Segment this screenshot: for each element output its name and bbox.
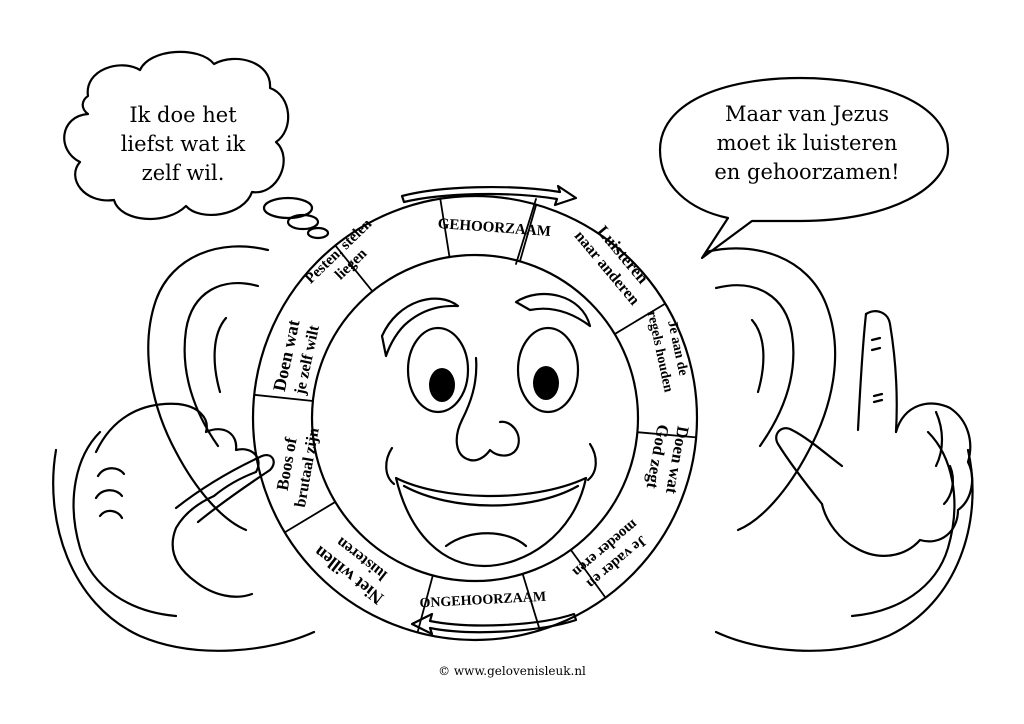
right-thumb bbox=[775, 427, 844, 506]
right-ear bbox=[704, 247, 837, 532]
wheel-inner-ring bbox=[310, 253, 640, 583]
bottom-arrow bbox=[410, 612, 578, 636]
wheel-dividers bbox=[253, 197, 698, 634]
right-hand bbox=[820, 402, 974, 557]
thought-line: Ik doe het bbox=[129, 103, 237, 127]
speech-bubble bbox=[658, 76, 950, 260]
right-arm bbox=[714, 448, 974, 652]
wheel-label-gehoorzaam: GEHOORZAAM bbox=[437, 216, 551, 240]
right-cheek bbox=[586, 442, 597, 482]
left-ear bbox=[147, 245, 270, 532]
right-raised-finger bbox=[864, 310, 898, 434]
segment-luisteren: Luisteren naar anderen bbox=[571, 222, 653, 309]
left-arm bbox=[52, 448, 316, 652]
right-eye-outline bbox=[516, 326, 580, 414]
tongue bbox=[444, 532, 528, 548]
segment-brutaal: Boos of brutaal zijn bbox=[273, 426, 323, 508]
thought-cloud bbox=[63, 50, 290, 220]
wheel-label-ongehoorzaam: ONGEHOORZAAM bbox=[419, 590, 546, 612]
left-cheek bbox=[385, 446, 396, 486]
top-arrow bbox=[400, 184, 578, 207]
speech-line: moet ik luisteren bbox=[716, 131, 898, 155]
right-eyebrow bbox=[514, 292, 592, 328]
segment-god: Doen wat God zegt bbox=[643, 423, 693, 496]
speech-line: Maar van Jezus bbox=[724, 102, 890, 126]
thought-bubble-text: Ik doe het liefst wat ik zelf wil. bbox=[98, 101, 268, 188]
speech-line: en gehoorzamen! bbox=[714, 160, 900, 184]
mouth bbox=[394, 476, 588, 568]
left-eyebrow bbox=[380, 297, 460, 358]
nose bbox=[455, 356, 520, 462]
thought-line: zelf wil. bbox=[141, 161, 225, 185]
left-pupil bbox=[429, 368, 455, 402]
thought-dot bbox=[262, 196, 314, 220]
right-pupil bbox=[533, 366, 559, 400]
left-eye-outline bbox=[406, 326, 470, 414]
copyright-footer: © www.gelovenisleuk.nl bbox=[438, 664, 586, 678]
speech-bubble-text: Maar van Jezus moet ik luisteren en geho… bbox=[702, 100, 912, 187]
left-pointing-finger bbox=[174, 454, 275, 524]
thought-dot bbox=[286, 213, 320, 231]
segment-regels: Je aan de regels houden bbox=[644, 310, 691, 394]
left-hand bbox=[94, 402, 260, 598]
segment-niet-willen: Niet willen luisteren bbox=[310, 534, 390, 609]
segment-ouders: Je vader en moeder eren bbox=[569, 516, 650, 592]
thought-line: liefst wat ik bbox=[120, 132, 246, 156]
thought-dot bbox=[306, 226, 330, 240]
wheel-outer-ring bbox=[251, 194, 699, 642]
